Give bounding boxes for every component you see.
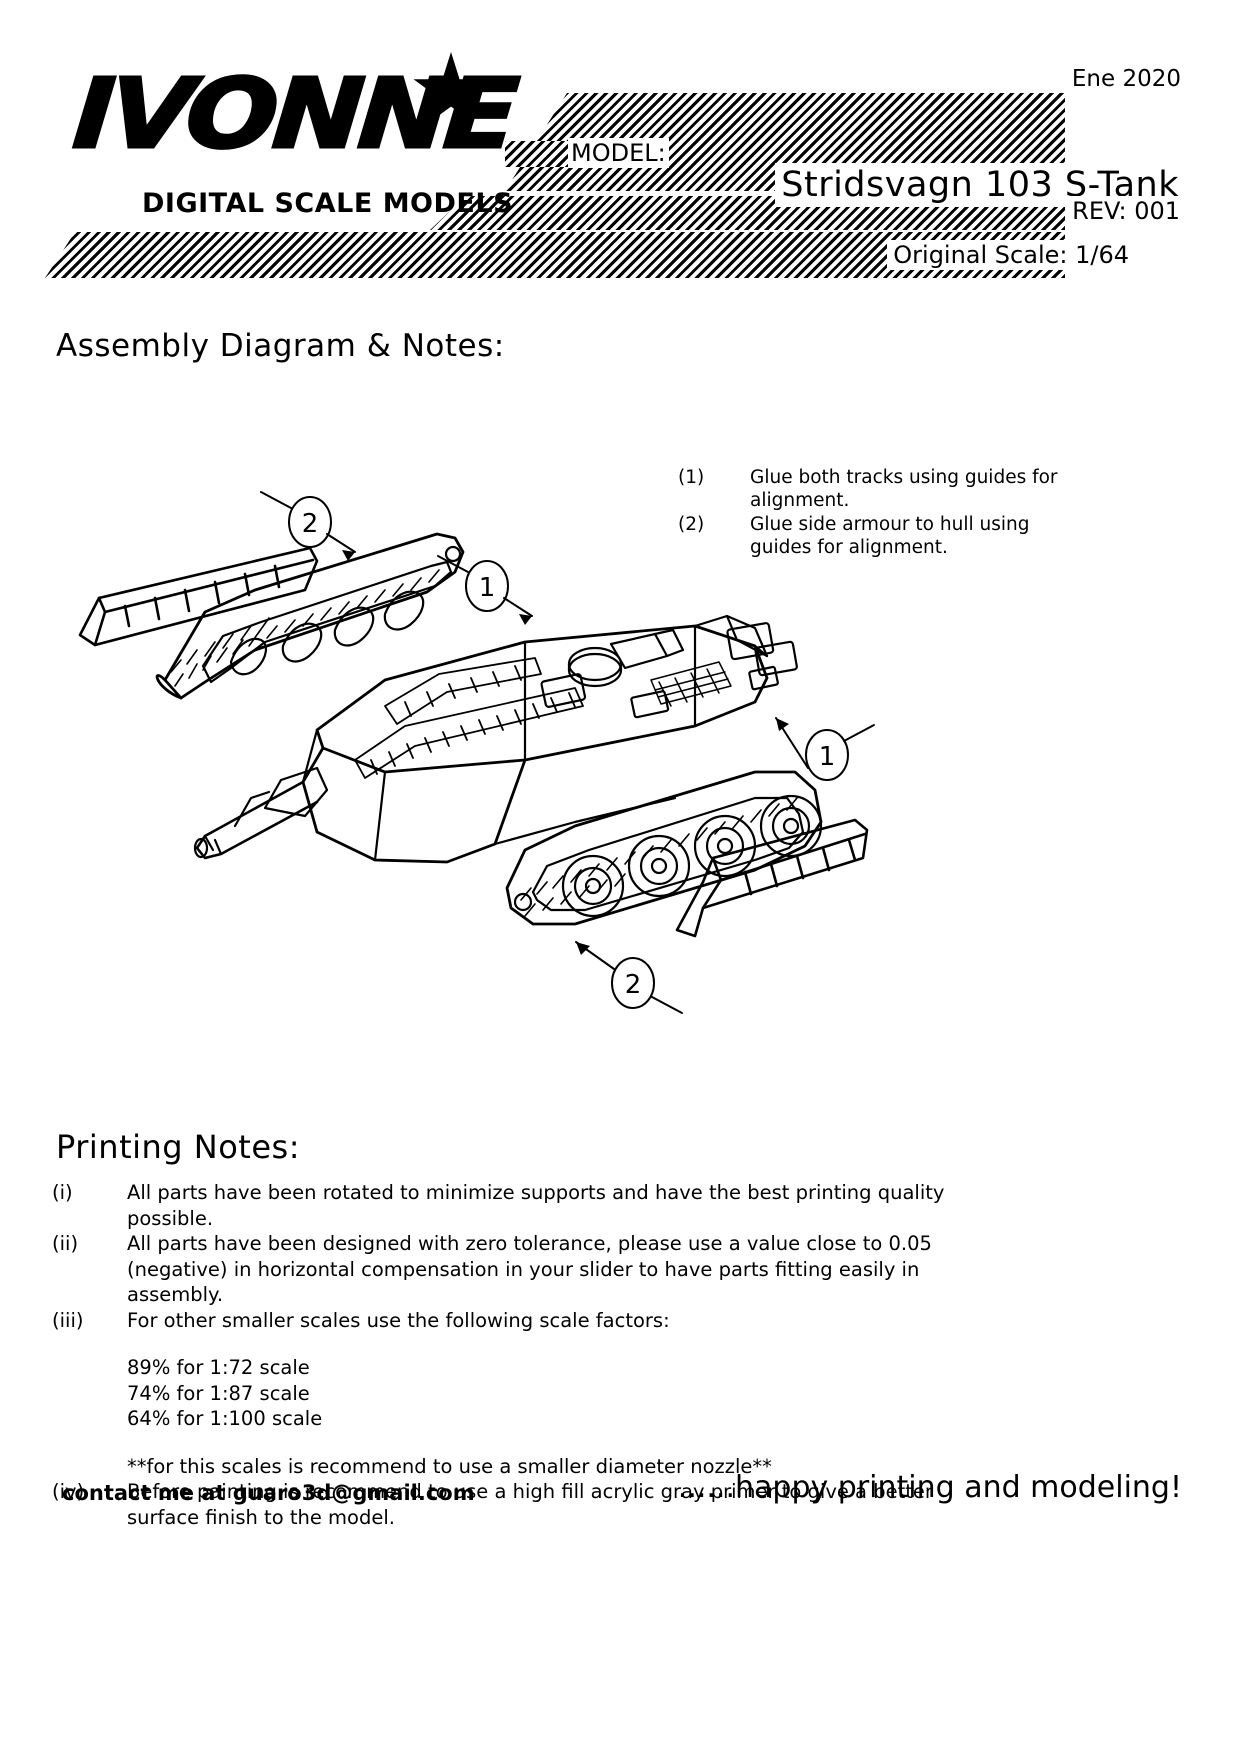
printing-note-i-number: (i) xyxy=(52,1181,73,1204)
printing-notes-list: (i) All parts have been rotated to minim… xyxy=(52,1180,952,1530)
assembly-note-2-text: Glue side armour to hull using guides fo… xyxy=(750,514,1030,558)
side-armour-lower xyxy=(675,818,869,938)
assembly-note-1-text: Glue both tracks using guides for alignm… xyxy=(750,467,1058,511)
assembly-note-2: (2) Glue side armour to hull using guide… xyxy=(678,513,1078,559)
callout-balloon-2-lower xyxy=(611,957,655,1009)
printing-note-ii: (ii) All parts have been designed with z… xyxy=(52,1231,952,1308)
printing-note-i-text: All parts have been rotated to minimize … xyxy=(127,1181,945,1230)
original-scale-label: Original Scale: 1/64 xyxy=(887,240,1135,270)
printing-note-iii-number: (iii) xyxy=(52,1308,84,1332)
brand-logo: IVONNE DIGITAL SCALE MODELS xyxy=(68,52,519,226)
printing-note-i: (i) All parts have been rotated to minim… xyxy=(52,1180,952,1231)
printing-note-iv-number: (iv) xyxy=(52,1480,85,1503)
footer-contact: contact me at guaro3d@gmail.com xyxy=(62,1481,475,1505)
printing-section-heading: Printing Notes: xyxy=(56,1128,300,1166)
nozzle-recommendation-note: **for this scales is recommend to use a … xyxy=(127,1454,772,1478)
printing-note-ii-number: (ii) xyxy=(52,1232,79,1255)
model-label: MODEL: xyxy=(568,138,669,168)
footer-signoff: ......happy printing and modeling! xyxy=(677,1470,1182,1505)
callout-balloon-2-upper xyxy=(288,496,332,548)
callout-label-2-upper: 2 xyxy=(302,509,319,539)
assembly-note-1-number: (1) xyxy=(678,467,705,488)
document-date: Ene 2020 xyxy=(1067,66,1185,92)
callout-label-1-right: 1 xyxy=(819,742,836,772)
side-armour-upper xyxy=(78,546,319,647)
assembly-notes-list: (1) Glue both tracks using guides for al… xyxy=(678,466,1078,560)
callout-label-1-upper: 1 xyxy=(479,573,496,603)
assembly-note-1: (1) Glue both tracks using guides for al… xyxy=(678,466,1078,512)
road-wheels xyxy=(561,794,823,918)
callout-balloon-1-right xyxy=(805,729,849,781)
printing-note-iv: (iv) Before painting is recommend to use… xyxy=(52,1479,952,1530)
printing-note-iv-text: Before painting is recommend to use a hi… xyxy=(127,1480,933,1529)
revision-label: REV: 001 xyxy=(1068,196,1184,226)
assembly-section-heading: Assembly Diagram & Notes: xyxy=(56,328,505,364)
printing-note-iii: (iii) For other smaller scales use the f… xyxy=(52,1308,952,1334)
track-upper-left xyxy=(155,532,465,700)
tank-hull xyxy=(193,614,798,864)
hatch-banner-top-left-tab xyxy=(505,141,569,167)
printing-note-iii-text: For other smaller scales use the followi… xyxy=(127,1308,670,1332)
assembly-note-2-number: (2) xyxy=(678,514,705,535)
page-header: IVONNE DIGITAL SCALE MODELS Ene 2020 MOD… xyxy=(0,0,1240,300)
scale-factor-list: 89% for 1:72 scale 74% for 1:87 scale 64… xyxy=(127,1356,323,1430)
printing-note-ii-text: All parts have been designed with zero t… xyxy=(127,1232,932,1306)
callout-balloon-1-upper xyxy=(465,560,509,612)
brand-tagline: DIGITAL SCALE MODELS xyxy=(142,188,514,219)
callout-label-2-lower: 2 xyxy=(625,970,642,1000)
callout-group xyxy=(260,491,875,1014)
track-lower-right xyxy=(505,770,823,926)
assembly-exploded-diagram: 2 1 1 2 xyxy=(55,430,1105,1030)
